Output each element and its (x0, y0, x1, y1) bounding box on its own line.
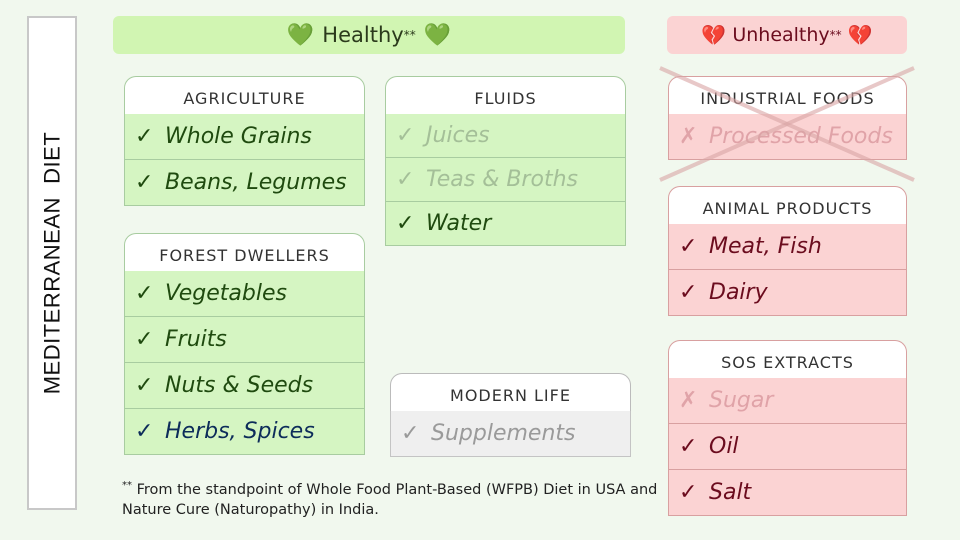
check-icon: ✓ (135, 124, 154, 149)
list-item: ✓ Meat, Fish (668, 224, 907, 270)
list-item: ✓ Whole Grains (124, 114, 365, 160)
item-label: Beans, Legumes (165, 170, 347, 195)
list-item: ✓ Herbs, Spices (124, 409, 365, 455)
list-item: ✗ Processed Foods (668, 114, 907, 160)
check-icon: ✓ (396, 123, 415, 148)
item-label: Whole Grains (165, 124, 312, 149)
item-label: Oil (709, 434, 739, 459)
card-title: AGRICULTURE (124, 76, 365, 114)
list-item: ✓ Salt (668, 470, 907, 516)
item-label: Salt (709, 480, 752, 505)
check-icon: ✓ (135, 281, 154, 306)
healthy-banner: 💚 Healthy** 💚 (113, 16, 625, 54)
cross-icon: ✗ (679, 388, 698, 413)
item-label: Dairy (709, 280, 768, 305)
item-label: Juices (426, 123, 490, 148)
card-title: SOS EXTRACTS (668, 340, 907, 378)
item-label: Water (426, 211, 492, 236)
card-animal-products: ANIMAL PRODUCTS ✓ Meat, Fish ✓ Dairy (668, 186, 907, 316)
check-icon: ✓ (679, 280, 698, 305)
broken-heart-icon: 💔 (847, 23, 873, 47)
footnote-text: From the standpoint of Whole Food Plant-… (122, 481, 658, 518)
check-icon: ✓ (679, 434, 698, 459)
footnote-mark: ** (122, 480, 132, 491)
green-heart-icon: 💚 (286, 22, 315, 48)
card-agriculture: AGRICULTURE ✓ Whole Grains ✓ Beans, Legume… (124, 76, 365, 206)
list-item: ✓ Fruits (124, 317, 365, 363)
item-label: Sugar (709, 388, 774, 413)
check-icon: ✓ (135, 373, 154, 398)
unhealthy-footnote-mark: ** (829, 28, 842, 42)
item-label: Herbs, Spices (165, 419, 315, 444)
check-icon: ✓ (396, 167, 415, 192)
item-label: Nuts & Seeds (165, 373, 314, 398)
list-item: ✓ Dairy (668, 270, 907, 316)
list-item: ✓ Vegetables (124, 271, 365, 317)
list-item: ✓ Supplements (390, 411, 631, 457)
check-icon: ✓ (135, 327, 154, 352)
list-item: ✓ Nuts & Seeds (124, 363, 365, 409)
card-sos-extracts: SOS EXTRACTS ✗ Sugar ✓ Oil ✓ Salt (668, 340, 907, 516)
side-label-text: MEDITERRANEAN DIET (39, 131, 64, 395)
list-item: ✓ Teas & Broths (385, 158, 626, 202)
card-title: FLUIDS (385, 76, 626, 114)
card-forest-dwellers: FOREST DWELLERS ✓ Vegetables ✓ Fruits ✓ Nut… (124, 233, 365, 455)
item-label: Vegetables (165, 281, 287, 306)
check-icon: ✓ (401, 421, 420, 446)
card-title: MODERN LIFE (390, 373, 631, 411)
cross-icon: ✗ (679, 124, 698, 149)
item-label: Teas & Broths (426, 167, 578, 192)
check-icon: ✓ (396, 211, 415, 236)
broken-heart-icon: 💔 (701, 23, 727, 47)
unhealthy-banner: 💔 Unhealthy** 💔 (667, 16, 907, 54)
item-label: Supplements (431, 421, 576, 446)
card-industrial-foods: INDUSTRIAL FOODS ✗ Processed Foods (668, 76, 907, 160)
item-label: Processed Foods (709, 124, 893, 149)
list-item: ✓ Beans, Legumes (124, 160, 365, 206)
healthy-title: Healthy (322, 23, 404, 47)
diet-side-label: MEDITERRANEAN DIET (27, 16, 77, 510)
check-icon: ✓ (679, 480, 698, 505)
list-item: ✓ Water (385, 202, 626, 246)
check-icon: ✓ (679, 234, 698, 259)
card-title: INDUSTRIAL FOODS (668, 76, 907, 114)
green-heart-icon: 💚 (423, 22, 452, 48)
list-item: ✗ Sugar (668, 378, 907, 424)
healthy-footnote-mark: ** (403, 28, 416, 42)
list-item: ✓ Oil (668, 424, 907, 470)
list-item: ✓ Juices (385, 114, 626, 158)
item-label: Meat, Fish (709, 234, 822, 259)
card-fluids: FLUIDS ✓ Juices ✓ Teas & Broths ✓ Water (385, 76, 626, 246)
card-title: FOREST DWELLERS (124, 233, 365, 271)
unhealthy-title: Unhealthy (732, 24, 830, 46)
footnote: ** From the standpoint of Whole Food Pla… (122, 476, 662, 520)
card-title: ANIMAL PRODUCTS (668, 186, 907, 224)
card-modern-life: MODERN LIFE ✓ Supplements (390, 373, 631, 457)
check-icon: ✓ (135, 419, 154, 444)
check-icon: ✓ (135, 170, 154, 195)
item-label: Fruits (165, 327, 227, 352)
